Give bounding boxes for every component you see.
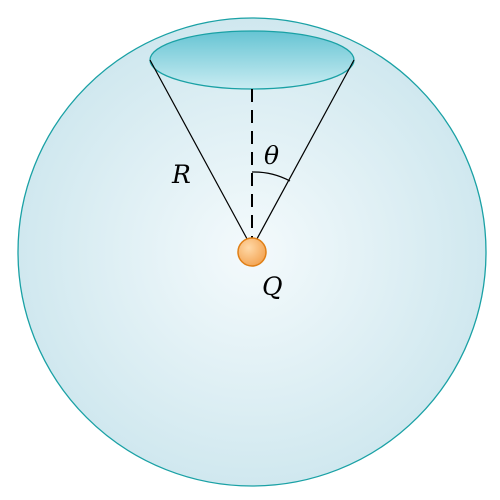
radius-label: R	[171, 160, 191, 189]
cone-edge-left	[149, 59, 253, 249]
charge-label: Q	[262, 272, 283, 301]
angle-label: θ	[264, 141, 279, 170]
spherical-cap	[149, 30, 355, 90]
point-charge	[237, 237, 267, 267]
angle-arc	[251, 171, 291, 182]
cone-edge-right	[251, 59, 355, 249]
